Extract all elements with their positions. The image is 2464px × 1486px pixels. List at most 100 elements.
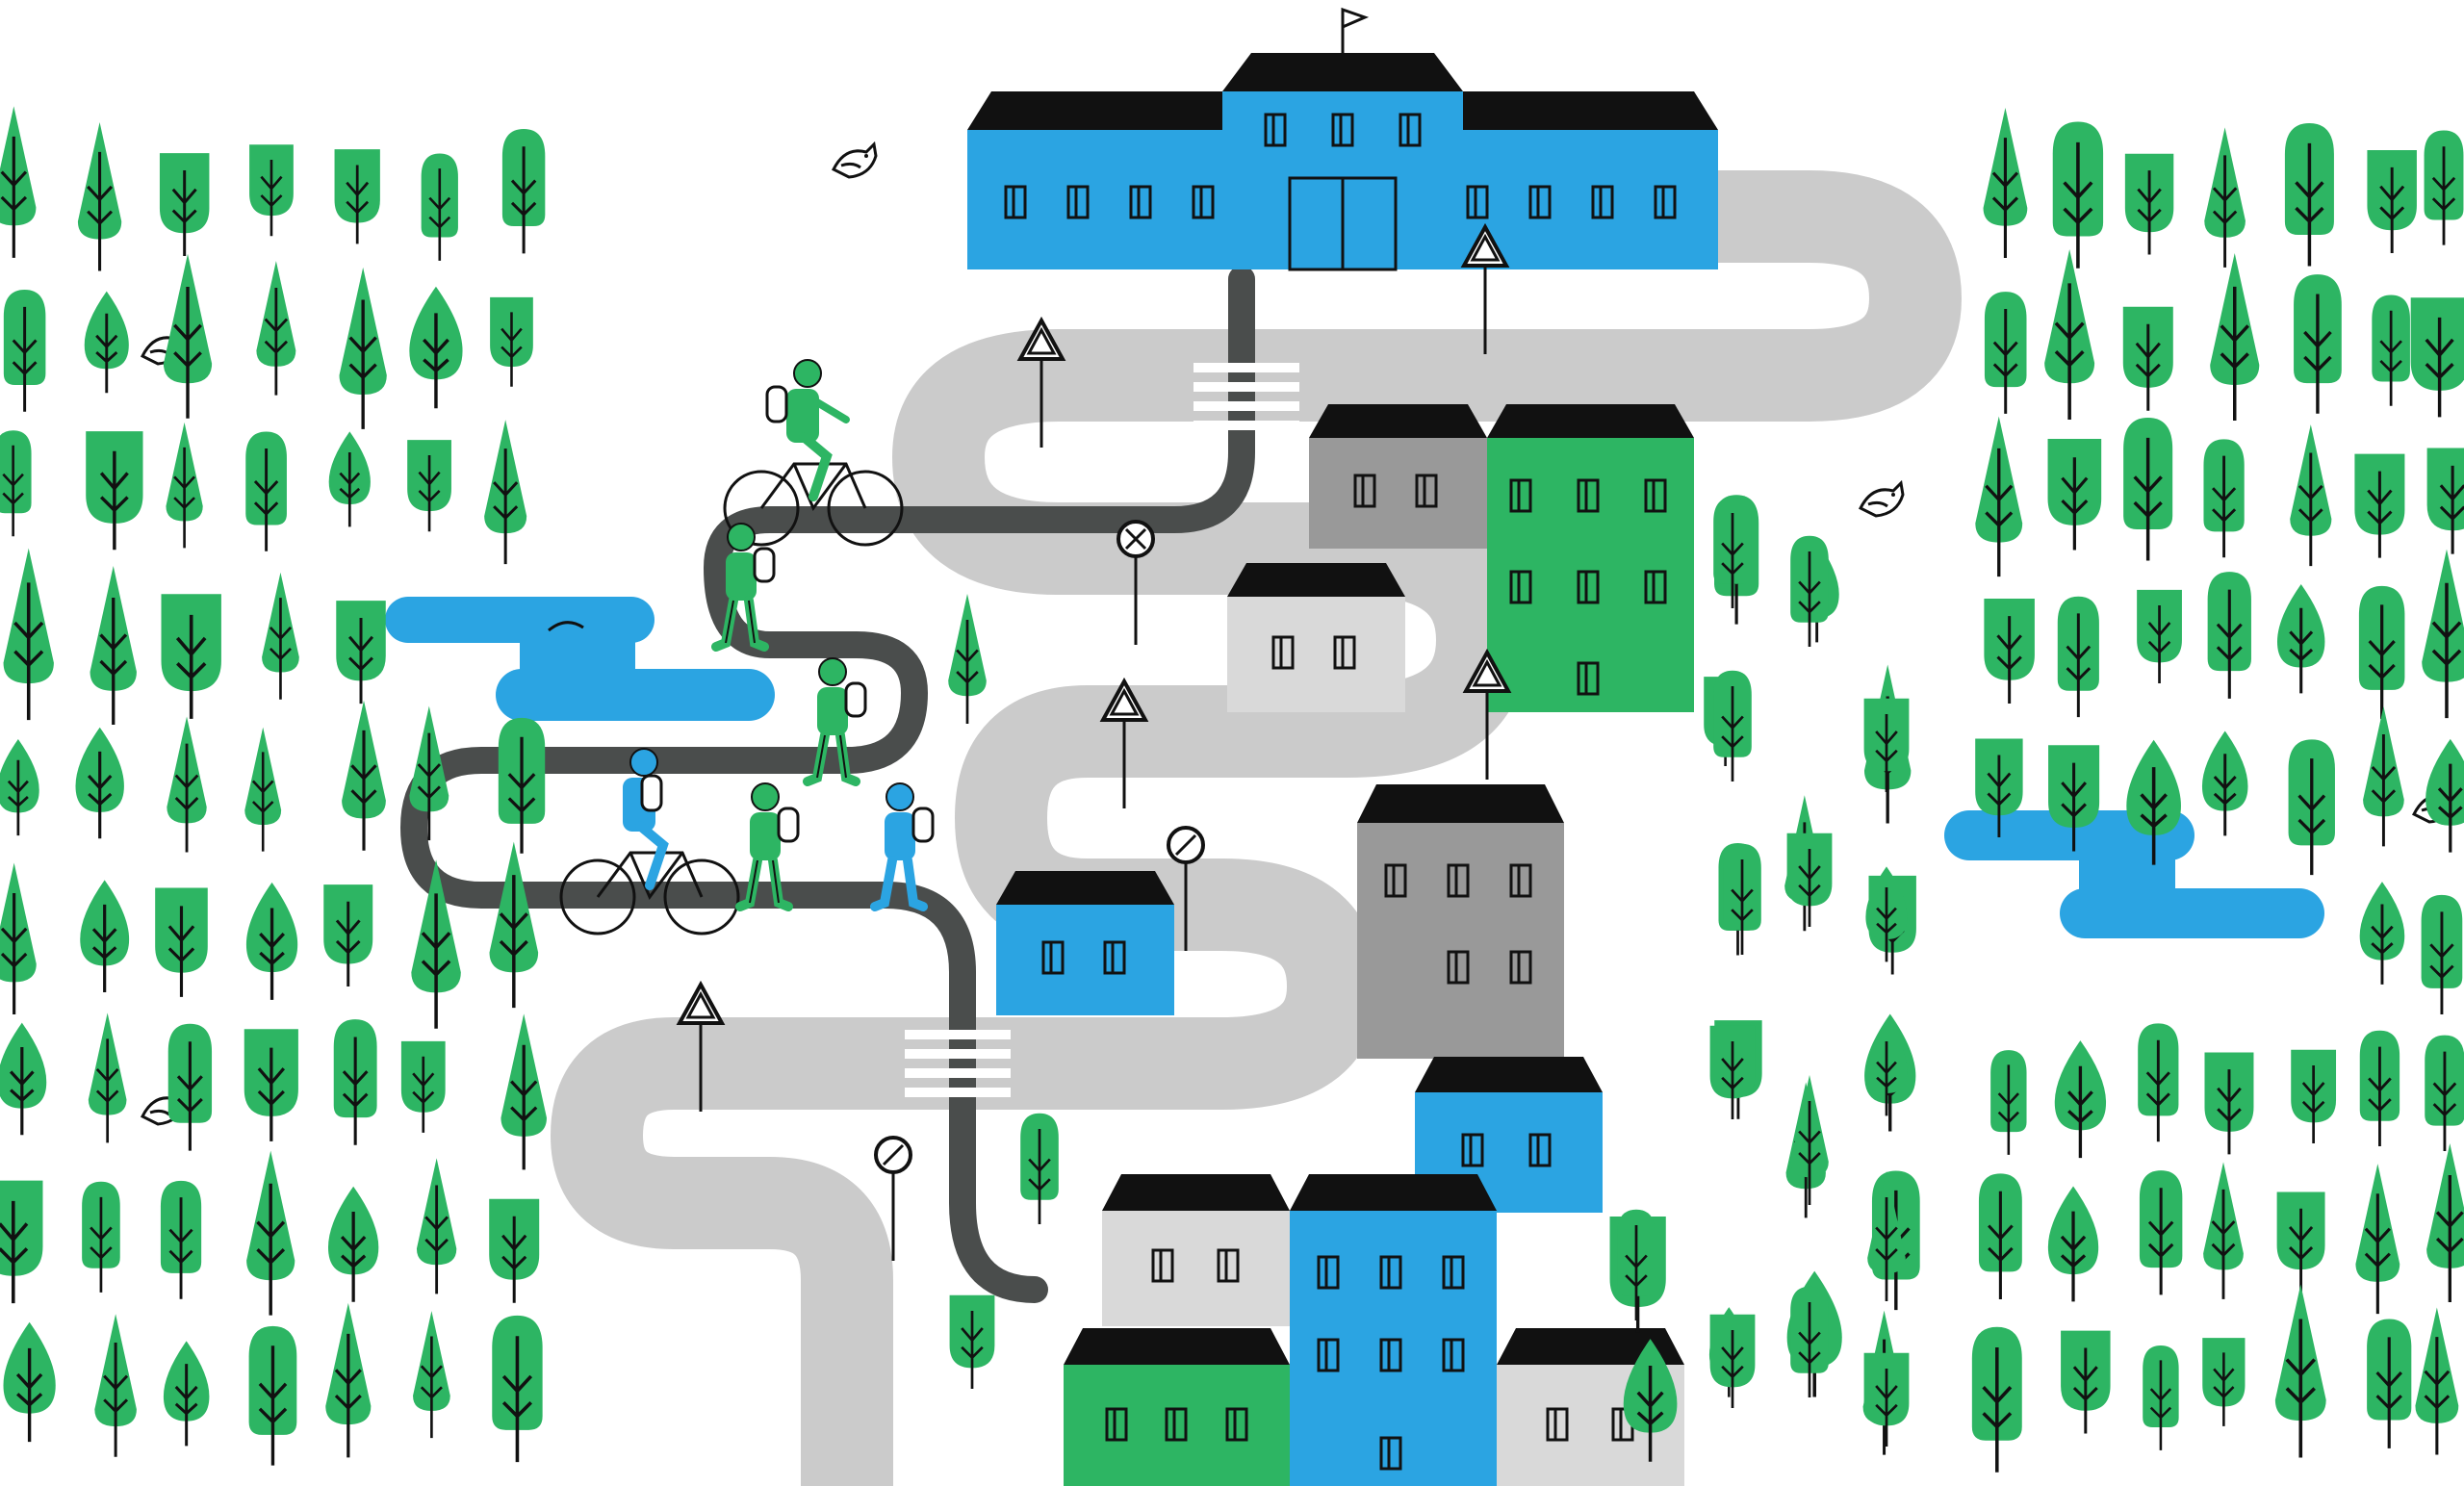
tree-icon bbox=[165, 421, 205, 550]
tree-icon bbox=[246, 1324, 299, 1468]
tree-icon bbox=[244, 881, 299, 1002]
tree-icon bbox=[2286, 737, 2337, 877]
tree-icon bbox=[260, 571, 301, 702]
tree-icon bbox=[2200, 730, 2249, 837]
tree-icon bbox=[411, 1309, 452, 1440]
tree-icon bbox=[162, 252, 214, 421]
tree-icon bbox=[497, 716, 547, 856]
tree-icon bbox=[73, 726, 126, 840]
tree-icon bbox=[1977, 1171, 2024, 1301]
cyclist-bottom bbox=[559, 748, 740, 935]
tree-icon bbox=[243, 1027, 300, 1143]
tree-icon bbox=[2121, 305, 2175, 413]
tree-icon bbox=[2358, 1029, 2401, 1148]
tree-icon bbox=[92, 1312, 139, 1459]
tree-icon bbox=[490, 1314, 545, 1464]
tree-icon bbox=[487, 1197, 541, 1305]
tree-icon bbox=[2424, 737, 2464, 855]
tree-icon bbox=[1982, 597, 2037, 705]
main-road bbox=[551, 170, 1962, 1486]
zebra-crossing-bottom bbox=[905, 1030, 1011, 1097]
tree-icon bbox=[405, 438, 453, 533]
tree-icon bbox=[2426, 446, 2464, 556]
tree-icon bbox=[340, 699, 388, 853]
tree-icon bbox=[323, 1301, 372, 1459]
tree-icon bbox=[407, 285, 465, 410]
tree-icon bbox=[326, 1185, 380, 1304]
tree-icon bbox=[159, 1179, 203, 1301]
tree-icon bbox=[337, 266, 389, 431]
tree-icon bbox=[2050, 119, 2105, 270]
pond-left bbox=[385, 597, 775, 721]
tree-icon bbox=[84, 429, 145, 552]
tree-icon bbox=[2273, 1282, 2328, 1460]
tree-icon bbox=[948, 1294, 996, 1391]
tree-icon bbox=[0, 428, 33, 538]
tree-icon bbox=[2136, 1021, 2180, 1143]
tree-icon bbox=[0, 1021, 48, 1137]
tree-icon bbox=[1018, 1112, 1061, 1226]
tree-icon bbox=[83, 290, 131, 395]
tree-icon bbox=[333, 147, 382, 245]
tree-icon bbox=[2408, 295, 2464, 420]
tree-icon bbox=[165, 715, 209, 854]
tree-icon bbox=[244, 430, 289, 553]
tree-icon bbox=[1973, 414, 2024, 578]
tree-icon bbox=[2135, 588, 2184, 685]
tree-icon bbox=[0, 1178, 45, 1305]
flag-icon bbox=[1341, 7, 1370, 30]
tree-icon bbox=[167, 1022, 214, 1153]
tree-icon bbox=[2275, 1191, 2326, 1294]
tree-icon bbox=[2420, 893, 2464, 1016]
tree-icon bbox=[2138, 1168, 2184, 1296]
tree-icon bbox=[2200, 1336, 2246, 1428]
tree-icon bbox=[321, 883, 374, 988]
tree-icon bbox=[247, 142, 295, 238]
tree-icon bbox=[2365, 148, 2419, 255]
tree-icon bbox=[2423, 1034, 2464, 1153]
school-building bbox=[967, 7, 1718, 271]
tree-icon bbox=[0, 737, 41, 837]
tree-icon bbox=[88, 564, 139, 727]
tree-icon bbox=[2121, 416, 2174, 563]
tree-icon bbox=[1721, 842, 1763, 957]
tree-icon bbox=[1983, 290, 2028, 416]
house-grey-light-bottom bbox=[1102, 1174, 1290, 1326]
house-grey-light-middle bbox=[1227, 563, 1405, 712]
house-green-tall bbox=[1487, 404, 1694, 712]
tree-icon bbox=[1708, 1313, 1757, 1410]
tree-icon bbox=[2289, 1048, 2338, 1145]
tree-icon bbox=[2358, 880, 2406, 986]
tree-icon bbox=[327, 430, 372, 528]
tree-icon bbox=[2361, 705, 2406, 848]
tree-icon bbox=[334, 599, 388, 705]
tree-icon bbox=[2423, 129, 2464, 246]
tree-icon bbox=[2203, 1051, 2255, 1156]
tree-icon bbox=[399, 1039, 447, 1135]
tree-icon bbox=[2357, 584, 2407, 721]
tree-icon bbox=[1785, 832, 1834, 929]
tree-icon bbox=[2288, 423, 2333, 568]
tree-icon bbox=[2123, 152, 2175, 256]
tree-icon bbox=[2206, 570, 2253, 701]
tree-icon bbox=[2283, 121, 2336, 269]
tree-icon bbox=[2042, 247, 2096, 422]
tree-icon bbox=[78, 878, 131, 994]
tree-icon bbox=[1981, 106, 2029, 260]
tree-icon bbox=[2365, 1317, 2413, 1450]
tree-icon bbox=[1, 1320, 58, 1444]
tree-icon bbox=[2202, 125, 2247, 269]
tree-icon bbox=[153, 885, 210, 999]
tree-icon bbox=[76, 120, 123, 273]
tree-icon bbox=[1970, 1324, 2024, 1474]
tree-icon bbox=[1788, 534, 1831, 649]
tree-icon bbox=[487, 839, 540, 1010]
tree-icon bbox=[482, 418, 528, 566]
tree-icon bbox=[1, 546, 56, 722]
tree-icon bbox=[2275, 582, 2326, 695]
tree-icon bbox=[499, 1012, 549, 1172]
tree-icon bbox=[244, 726, 283, 853]
walker-4 bbox=[870, 782, 935, 911]
tree-icon bbox=[87, 1012, 128, 1144]
